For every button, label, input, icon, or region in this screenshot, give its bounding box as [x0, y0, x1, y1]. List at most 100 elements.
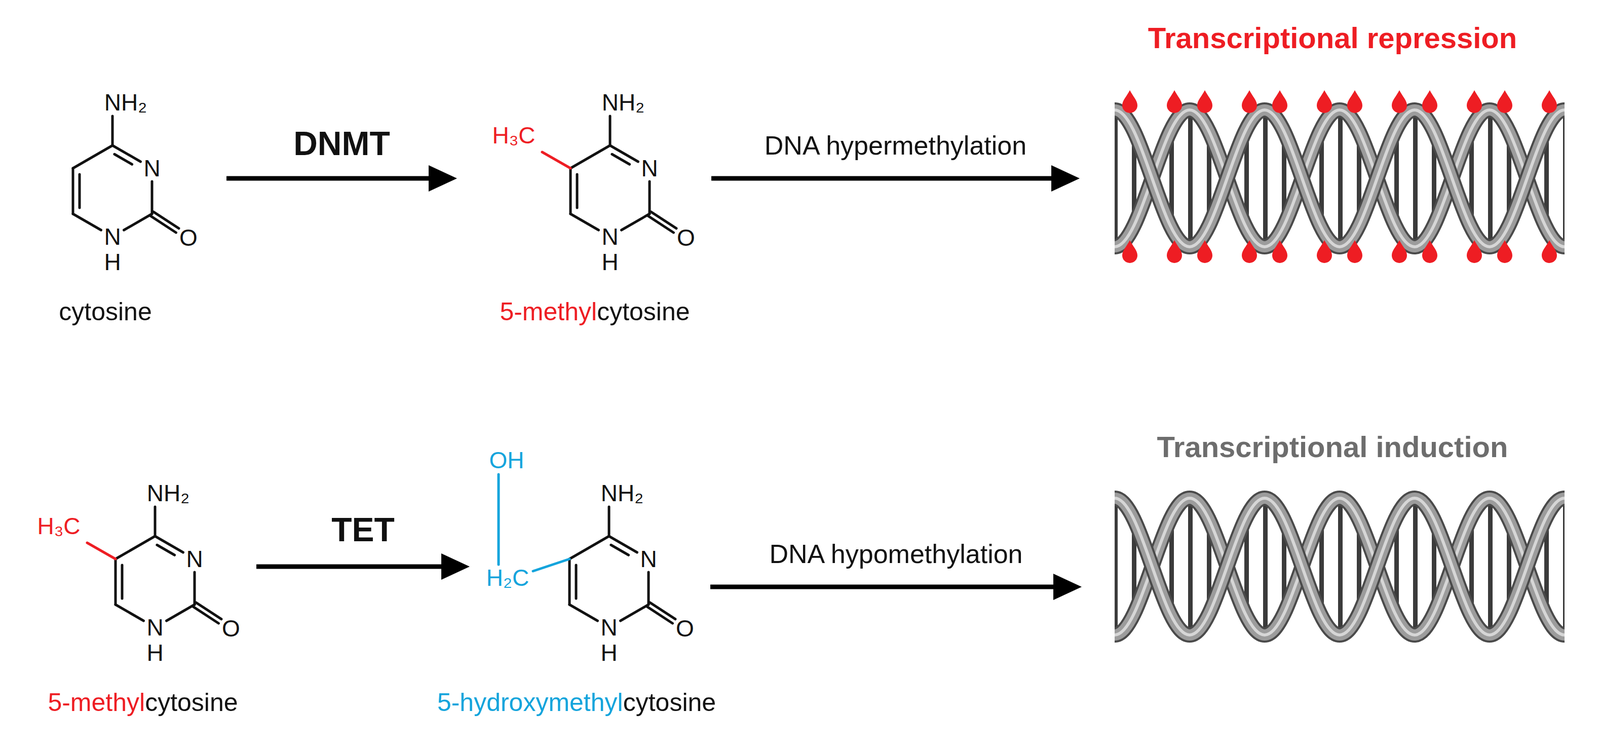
- methyl-mark: [1197, 240, 1213, 263]
- double-helix: [1112, 101, 1569, 256]
- chemical-bond: [155, 536, 183, 553]
- atom-label: H: [601, 250, 619, 274]
- dna-strand: [1114, 109, 1565, 247]
- chemical-bond: [569, 168, 573, 214]
- dna-strand: [1114, 109, 1565, 247]
- atom-label: O: [179, 225, 198, 250]
- chemical-bond: [576, 174, 579, 208]
- atom-label: O: [675, 616, 695, 640]
- molecule-name-part: 5-methyl: [499, 297, 597, 326]
- molecule-name-part: 5-methyl: [47, 688, 145, 717]
- chemical-bond: [157, 544, 175, 555]
- atom-label: O: [676, 225, 696, 250]
- molecule-name-part: cytosine: [596, 297, 690, 326]
- chemical-bond: [71, 168, 75, 214]
- atom-label: H₂C: [486, 565, 529, 590]
- reaction-arrow: [256, 564, 445, 569]
- chemical-bond: [650, 602, 676, 620]
- molecule-name-part: cytosine: [623, 688, 716, 717]
- chemical-bond: [569, 604, 598, 621]
- chemical-bond: [87, 542, 116, 559]
- molecule-name: 5-hydroxymethylcytosine: [437, 688, 716, 717]
- chemical-bond: [114, 558, 118, 605]
- atom-label: N: [185, 547, 203, 571]
- methyl-mark: [1391, 240, 1407, 263]
- methyl-mark: [1241, 90, 1257, 113]
- methyl-mark: [1422, 90, 1438, 113]
- chemical-bond: [112, 145, 141, 162]
- molecule-structure: H₃CNH₂NNHO5-methylcytosine: [483, 54, 707, 328]
- atom-label: N: [143, 156, 161, 180]
- reaction-arrow: [226, 176, 432, 181]
- outcome-heading: Transcriptional repression: [1099, 20, 1566, 56]
- chemical-bond: [647, 572, 651, 605]
- atom-label: N: [146, 615, 164, 639]
- methyl-mark: [1272, 240, 1288, 263]
- chemical-bond: [121, 564, 124, 599]
- chemical-bond: [115, 604, 144, 621]
- bond-drawing: [483, 54, 707, 328]
- chemical-bond: [150, 181, 154, 214]
- atom-label: OH: [489, 448, 525, 472]
- base-pair-rungs: [1112, 101, 1569, 256]
- methyl-mark: [1166, 90, 1183, 113]
- methyl-mark: [1241, 240, 1257, 263]
- methyl-mark: [1497, 240, 1513, 263]
- outcome-heading: Transcriptional induction: [1099, 429, 1566, 465]
- atom-label: NH₂: [600, 481, 644, 505]
- double-helix: [1112, 489, 1569, 644]
- methyl-mark: [1316, 90, 1332, 113]
- dna-panel: Transcriptional repression: [1099, 20, 1566, 274]
- reaction-arrow: [710, 584, 1057, 590]
- molecule-name-part: cytosine: [144, 688, 238, 717]
- methyl-mark: [1466, 240, 1482, 263]
- dna-strand: [1114, 109, 1565, 247]
- atom-label: N: [103, 224, 121, 249]
- chemical-bond: [612, 154, 630, 165]
- chemical-bond: [153, 211, 179, 229]
- molecule-name-part: cytosine: [58, 297, 152, 326]
- atom-label: H: [103, 250, 121, 274]
- atom-label: NH₂: [601, 90, 645, 114]
- atom-label: H: [600, 640, 618, 665]
- chemical-bond: [78, 174, 82, 208]
- molecule-structure: NH₂NNHOcytosine: [0, 54, 209, 328]
- atom-label: N: [601, 224, 619, 249]
- methyl-mark: [1497, 90, 1513, 113]
- molecule-structure: H₃CNH₂NNHO5-methylcytosine: [28, 444, 252, 719]
- chemical-bond: [651, 211, 677, 229]
- dna-strand: [1114, 109, 1565, 247]
- molecule-name: cytosine: [58, 297, 152, 326]
- chemical-bond: [115, 536, 156, 559]
- chemical-bond: [532, 558, 570, 571]
- methyl-mark: [1347, 90, 1363, 113]
- arrow-label: DNA hypermethylation: [764, 131, 1027, 161]
- arrow-label: TET: [331, 511, 395, 549]
- molecule-structure: OHH₂CNH₂NNHO5-hydroxymethylcytosine: [482, 444, 706, 719]
- molecule-name: 5-methylcytosine: [499, 297, 690, 326]
- molecule-name-part: 5-hydroxymethyl: [437, 688, 624, 717]
- methyl-mark: [1541, 240, 1557, 263]
- bond-drawing: [28, 444, 252, 719]
- atom-label: N: [640, 156, 658, 180]
- methyl-mark: [1272, 90, 1288, 113]
- methyl-mark: [1316, 240, 1332, 263]
- chemical-bond: [575, 564, 578, 599]
- atom-label: H₃C: [36, 514, 81, 538]
- atom-label: NH₂: [146, 481, 190, 505]
- chemical-bond: [196, 602, 222, 620]
- chemical-bond: [607, 506, 611, 537]
- atom-label: N: [600, 615, 618, 639]
- chemical-bond: [72, 145, 113, 169]
- chemical-bond: [193, 572, 197, 605]
- dna-strand: [1114, 109, 1565, 247]
- chemical-bond: [608, 536, 637, 553]
- atom-label: H: [146, 640, 164, 665]
- arrow-label: DNMT: [293, 125, 391, 163]
- methyl-mark: [1197, 90, 1213, 113]
- atom-label: H₃C: [491, 123, 536, 147]
- methyl-mark: [1422, 240, 1438, 263]
- chemical-bond: [569, 536, 609, 559]
- dna-panel: Transcriptional induction: [1099, 429, 1566, 683]
